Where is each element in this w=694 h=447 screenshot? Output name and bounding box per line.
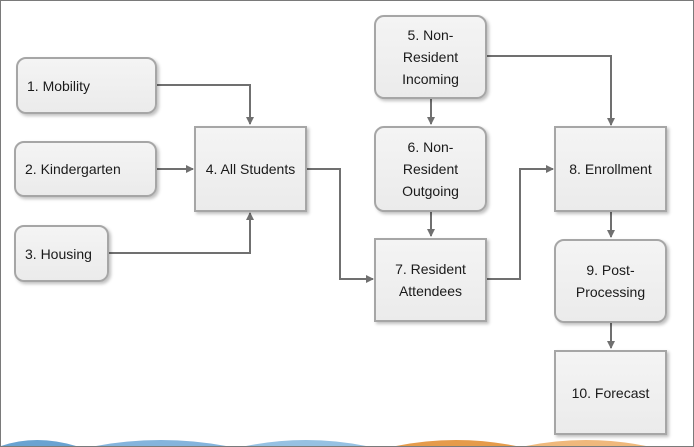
node-housing: 3. Housing (14, 225, 109, 282)
node-kindergarten: 2. Kindergarten (14, 141, 157, 197)
arrow-incoming-to-enrollment (487, 55, 615, 126)
node-all-students: 4. All Students (194, 126, 307, 212)
arrow-housing-to-all-students (109, 212, 254, 254)
node-post-processing: 9. Post- Processing (554, 239, 667, 323)
node-enrollment: 8. Enrollment (554, 126, 667, 212)
arrow-all-students-to-resident-attendees (307, 168, 374, 283)
arrow-mobility-to-all-students (157, 84, 254, 125)
node-nonresident-outgoing: 6. Non- Resident Outgoing (374, 126, 487, 212)
node-nonresident-incoming: 5. Non- Resident Incoming (374, 15, 487, 99)
arrow-resident-attendees-to-enrollment (487, 165, 554, 280)
node-resident-attendees: 7. Resident Attendees (374, 238, 487, 322)
node-mobility: 1. Mobility (16, 57, 157, 114)
node-forecast: 10. Forecast (554, 350, 667, 435)
decorative-footer-wave (1, 440, 646, 446)
